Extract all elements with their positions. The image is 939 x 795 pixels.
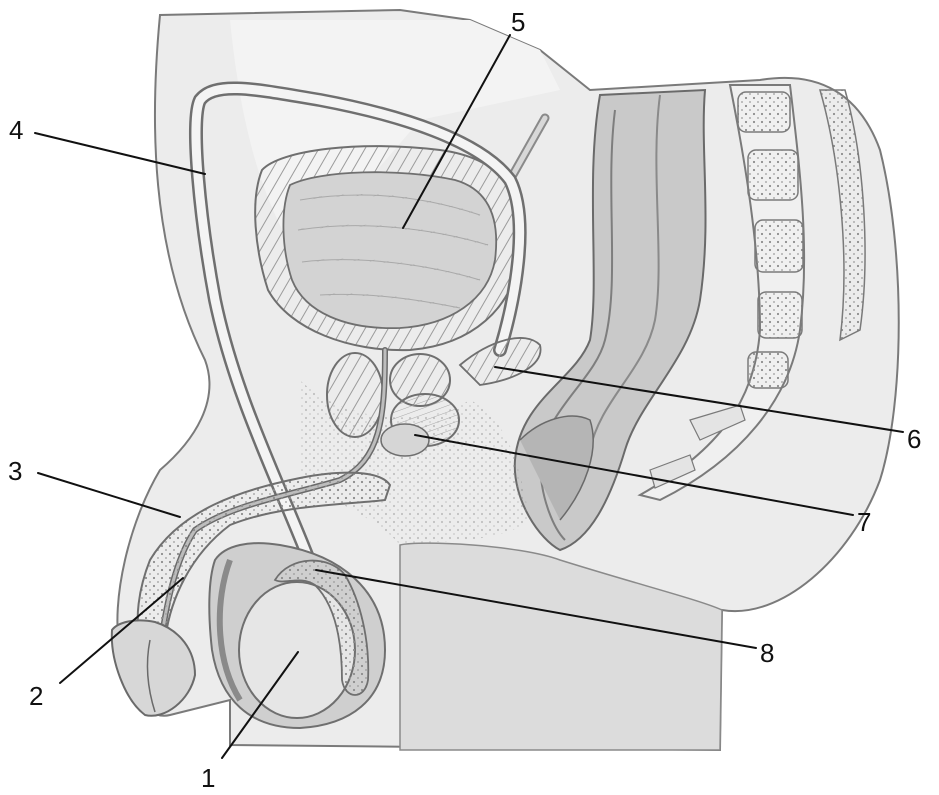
bladder bbox=[255, 146, 520, 350]
label-2: 2 bbox=[29, 683, 43, 709]
label-1: 1 bbox=[201, 765, 215, 791]
label-8: 8 bbox=[760, 640, 774, 666]
label-4: 4 bbox=[9, 117, 23, 143]
label-7: 7 bbox=[857, 509, 871, 535]
label-5: 5 bbox=[511, 9, 525, 35]
label-3: 3 bbox=[8, 458, 22, 484]
label-6: 6 bbox=[907, 426, 921, 452]
